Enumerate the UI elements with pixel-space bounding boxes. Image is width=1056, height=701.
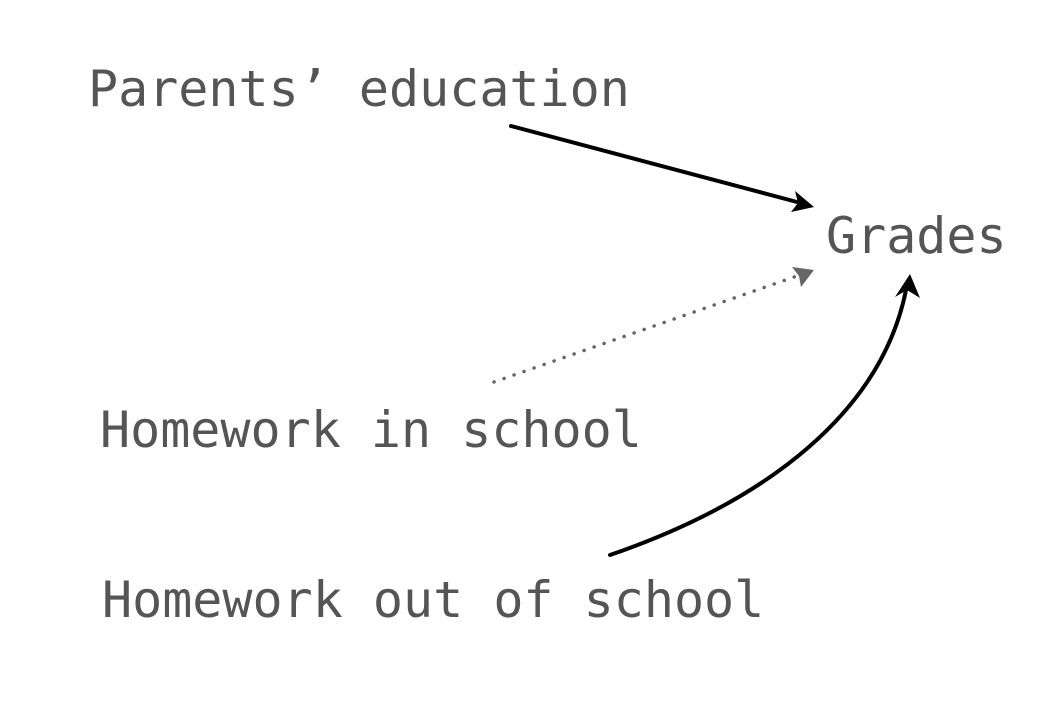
edge-homework-out-of-school-to-grades bbox=[608, 274, 920, 557]
arrowhead-icon bbox=[895, 274, 920, 298]
arrowhead-icon bbox=[792, 267, 814, 287]
edge-homework-in-school-to-grades bbox=[492, 267, 814, 384]
node-grades: Grades bbox=[826, 207, 1007, 265]
edge-parents-to-grades bbox=[509, 124, 814, 212]
arrowhead-icon bbox=[791, 191, 814, 212]
node-parents-education: Parents’ education bbox=[88, 60, 630, 118]
node-homework-in-school: Homework in school bbox=[100, 401, 642, 459]
node-homework-out-of-school: Homework out of school bbox=[102, 571, 765, 629]
